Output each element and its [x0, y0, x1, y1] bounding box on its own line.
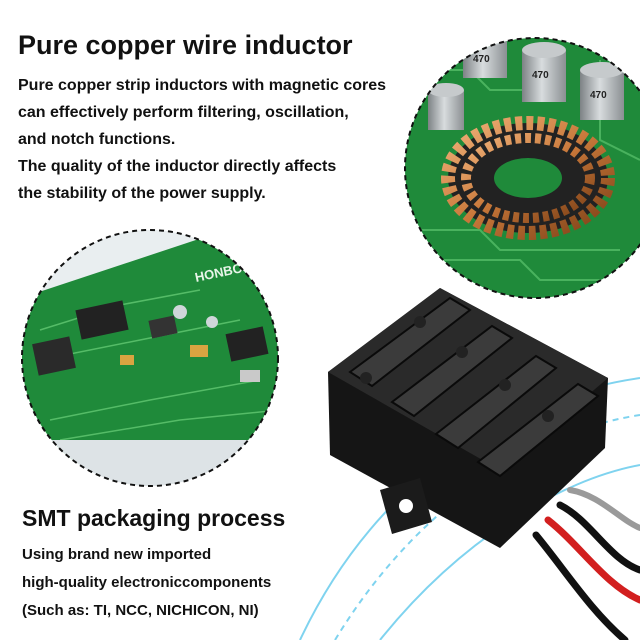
inductor-description-line: can effectively perform filtering, oscil…	[18, 104, 349, 121]
output-wires	[532, 487, 640, 640]
inductor-description-line: Pure copper strip inductors with magneti…	[18, 77, 387, 94]
capacitor-label: 470	[473, 54, 490, 65]
smt-description-line: high-quality electroniccomponents	[22, 574, 272, 591]
smt-heading: SMT packaging process	[22, 505, 286, 531]
toroid-inductor	[441, 116, 615, 240]
smt-description-line: (Such as: TI, NCC, NICHICON, NI)	[22, 602, 259, 619]
smt-description: Using brand new imported high-quality el…	[22, 541, 271, 625]
capacitor-label: 470	[532, 70, 549, 81]
dc-dc-converter-module	[328, 288, 640, 640]
inductor-description-line: and notch functions.	[18, 131, 176, 148]
smt-pcb-closeup-image: HONBC4	[21, 229, 279, 487]
capacitor-label: 470	[590, 90, 607, 101]
inductor-description-line: the stability of the power supply.	[18, 185, 266, 202]
inductor-description: Pure copper strip inductors with magneti…	[18, 72, 438, 207]
smt-description-line: Using brand new imported	[22, 546, 212, 563]
inductor-heading: Pure copper wire inductor	[18, 30, 353, 60]
inductor-description-line: The quality of the inductor directly aff…	[18, 158, 337, 175]
